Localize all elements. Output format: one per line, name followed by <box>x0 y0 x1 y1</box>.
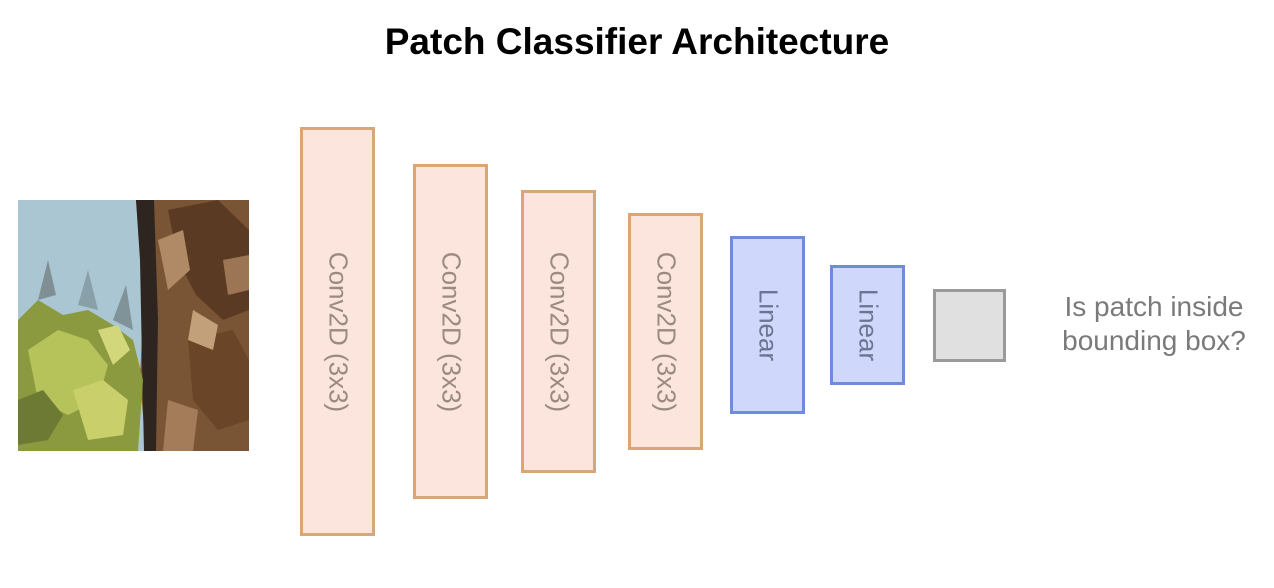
conv2d-layer-1-label: Conv2D (3x3) <box>323 251 353 412</box>
output-node <box>933 289 1006 362</box>
conv2d-layer-3-label: Conv2D (3x3) <box>544 251 574 412</box>
linear-layer-2: Linear <box>830 265 905 385</box>
linear-layer-1: Linear <box>730 236 805 414</box>
output-question: Is patch inside bounding box? <box>1062 291 1246 356</box>
conv2d-layer-4-label: Conv2D (3x3) <box>651 251 681 412</box>
linear-layer-1-label: Linear <box>753 288 783 362</box>
conv2d-layer-2-label: Conv2D (3x3) <box>436 251 466 412</box>
linear-layer-2-label: Linear <box>853 288 883 362</box>
conv2d-layer-4: Conv2D (3x3) <box>628 213 703 450</box>
conv2d-layer-1: Conv2D (3x3) <box>300 127 375 536</box>
diagram-title: Patch Classifier Architecture <box>384 21 890 62</box>
conv2d-layer-3: Conv2D (3x3) <box>521 190 596 473</box>
input-image-patch <box>18 200 249 451</box>
conv2d-layer-2: Conv2D (3x3) <box>413 164 488 499</box>
